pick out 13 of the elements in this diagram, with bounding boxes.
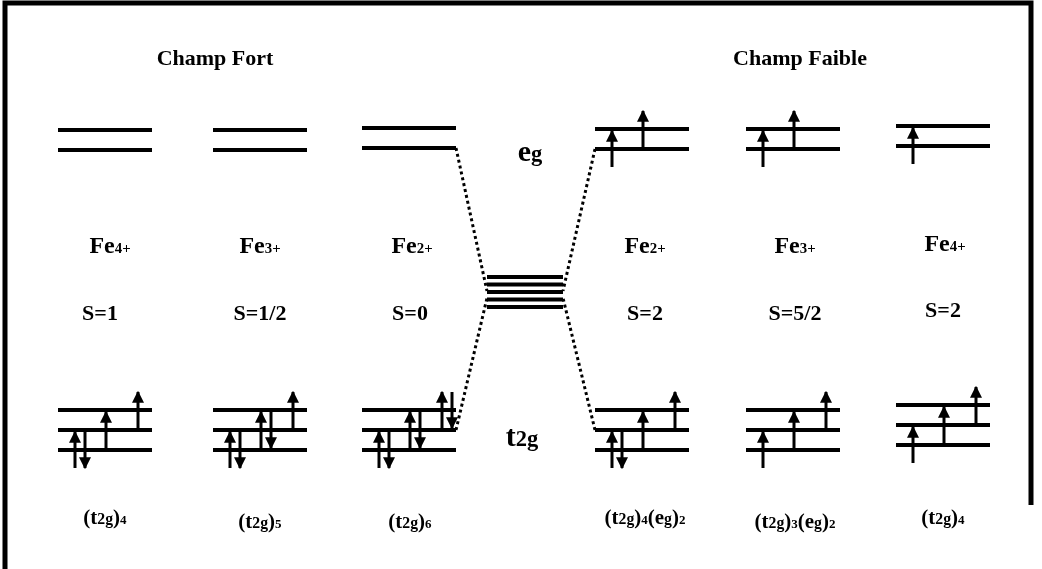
- spin-label: S=1/2: [233, 300, 287, 326]
- spin-label: S=2: [627, 300, 663, 326]
- connector-line: [454, 147, 489, 292]
- degenerate-level-lines: [487, 274, 563, 310]
- panel-heading: Champ Fort: [156, 45, 274, 71]
- connector-line: [561, 148, 597, 292]
- connector-line: [454, 297, 489, 431]
- connector-line: [561, 297, 597, 431]
- panel-heading: Champ Faible: [733, 45, 867, 71]
- spin-label: S=1: [82, 300, 118, 326]
- spin-label: S=2: [925, 297, 961, 323]
- spin-label: S=5/2: [768, 300, 822, 326]
- spin-label: S=0: [392, 300, 428, 326]
